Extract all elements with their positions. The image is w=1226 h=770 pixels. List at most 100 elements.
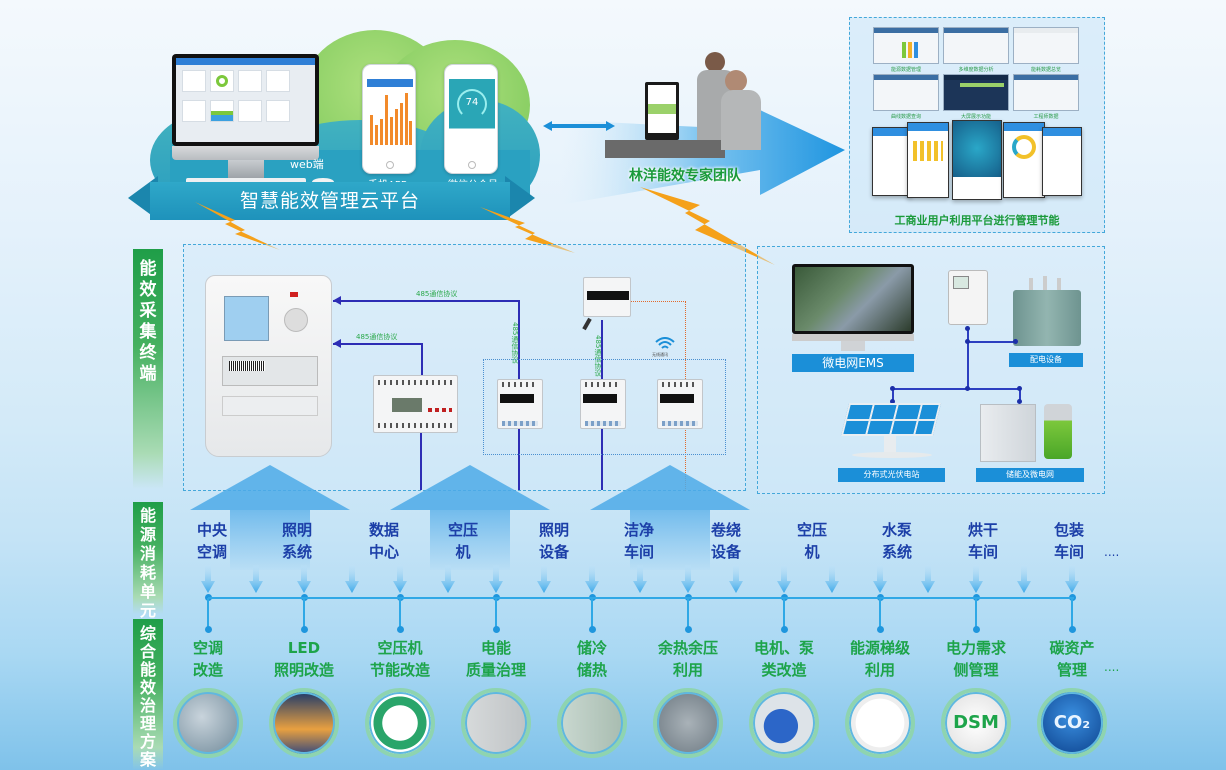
solution-label: 电能质量治理 xyxy=(465,639,526,679)
mobile-screenshot xyxy=(907,122,949,198)
down-arrow-icon xyxy=(537,565,551,593)
drop-node xyxy=(205,626,212,633)
consumption-unit: 照明设备 xyxy=(538,521,569,561)
solution-label: 电机、泵类改造 xyxy=(753,639,814,679)
solution-image xyxy=(365,688,435,758)
dsm-image: DSM xyxy=(941,688,1011,758)
drop-node xyxy=(877,626,884,633)
mobile-screenshot xyxy=(872,127,912,196)
expert-monitor xyxy=(645,82,679,140)
down-arrow-icon xyxy=(921,565,935,593)
wechat-score: 74 xyxy=(465,97,479,108)
mobile-screenshot xyxy=(1003,122,1045,198)
down-arrow-icon xyxy=(1017,565,1031,593)
wechat-phone: 74 xyxy=(444,64,498,174)
drop-line xyxy=(687,598,689,628)
co2-text: CO₂ xyxy=(1053,712,1091,733)
submeter-group xyxy=(483,359,726,455)
consumption-unit: 卷绕设备 xyxy=(710,521,741,561)
consumption-unit: 烘干车间 xyxy=(967,521,998,561)
user-platform-caption: 工商业用户利用平台进行管理节能 xyxy=(894,214,1060,227)
down-arrow-icon xyxy=(345,565,359,593)
energy-storage-cabinet xyxy=(980,404,1036,462)
solution-image xyxy=(269,688,339,758)
double-arrow-icon xyxy=(543,121,615,131)
drop-node xyxy=(397,626,404,633)
protocol-label: 485通信协议 xyxy=(356,333,398,341)
consumption-unit: 包装车间 xyxy=(1053,521,1084,561)
meter-buttons xyxy=(284,308,308,332)
drop-node xyxy=(685,626,692,633)
solution-image xyxy=(557,688,627,758)
down-arrow-icon xyxy=(297,565,311,593)
wifi-icon xyxy=(655,337,675,349)
solution-label: 储冷储热 xyxy=(576,639,607,679)
consumption-unit: 空压机 xyxy=(796,521,827,561)
expert-team-photo xyxy=(605,52,765,162)
battery-icon xyxy=(1044,404,1072,459)
mobile-screenshot xyxy=(952,120,1002,200)
drop-node xyxy=(781,626,788,633)
solution-label: 碳资产管理 xyxy=(1049,639,1095,679)
expert-team-label: 林洋能效专家团队 xyxy=(629,168,741,184)
distribution-label: 配电设备 xyxy=(1009,353,1083,367)
solution-image xyxy=(845,688,915,758)
lightning-bolt-icon xyxy=(480,207,575,253)
down-arrow-icon xyxy=(393,565,407,593)
lightning-bolt-icon xyxy=(195,202,280,250)
drop-line xyxy=(495,598,497,628)
consumption-unit: 洁净车间 xyxy=(623,521,654,561)
down-arrow-icon xyxy=(633,565,647,593)
drop-line xyxy=(879,598,881,628)
web-monitor xyxy=(172,54,319,146)
cloud-platform-title: 智慧能效管理云平台 xyxy=(150,182,510,220)
transformer xyxy=(1013,276,1081,346)
bar-chart-icon xyxy=(370,93,412,145)
arrow-left-icon xyxy=(333,296,341,305)
ems-label: 微电网EMS xyxy=(792,354,914,372)
multi-function-meter xyxy=(373,375,458,433)
consumption-unit: 空压机 xyxy=(447,521,478,561)
screenshot-thumbnail xyxy=(943,74,1009,111)
din-rail-meter xyxy=(580,379,626,429)
up-arrow-icon xyxy=(190,465,350,510)
screenshot-thumbnail xyxy=(1013,27,1079,64)
solar-panel xyxy=(840,403,942,436)
solution-image xyxy=(749,688,819,758)
drop-line xyxy=(783,598,785,628)
section-label-collection: 能 效 采 集 终 端 xyxy=(133,249,163,489)
drop-line xyxy=(303,598,305,628)
down-arrow-icon xyxy=(873,565,887,593)
barcode xyxy=(229,361,265,371)
up-arrow-icon xyxy=(390,465,550,510)
down-arrow-icon xyxy=(969,565,983,593)
drop-node xyxy=(493,626,500,633)
up-arrow-icon xyxy=(590,465,750,510)
down-arrow-icon xyxy=(777,565,791,593)
screenshot-thumbnail xyxy=(873,74,939,111)
consumption-unit: 数据中心 xyxy=(368,521,399,561)
consumption-unit: 中央空调 xyxy=(196,521,227,561)
drop-line xyxy=(1071,598,1073,628)
drop-line xyxy=(591,598,593,628)
solution-label: 电力需求侧管理 xyxy=(945,639,1006,679)
more-ellipsis: .... xyxy=(1104,545,1120,559)
lightning-bolt-icon xyxy=(640,187,775,265)
down-arrow-icon xyxy=(489,565,503,593)
keyboard xyxy=(186,178,306,185)
din-rail-meter xyxy=(657,379,703,429)
carbon-image: CO₂ xyxy=(1037,688,1107,758)
screenshot-thumbnail xyxy=(873,27,939,64)
wireless-label: 无线通讯 xyxy=(652,352,668,357)
bus-line xyxy=(208,597,1074,599)
drop-line xyxy=(399,598,401,628)
drop-node xyxy=(1069,626,1076,633)
pv-station-label: 分布式光伏电站 xyxy=(838,468,945,482)
storage-label: 储能及微电网 xyxy=(976,468,1084,482)
solution-image xyxy=(653,688,723,758)
solution-label: 能源梯级利用 xyxy=(849,639,910,679)
consumption-unit: 照明系统 xyxy=(281,521,312,561)
screenshot-thumbnail xyxy=(943,27,1009,64)
din-rail-meter xyxy=(497,379,543,429)
